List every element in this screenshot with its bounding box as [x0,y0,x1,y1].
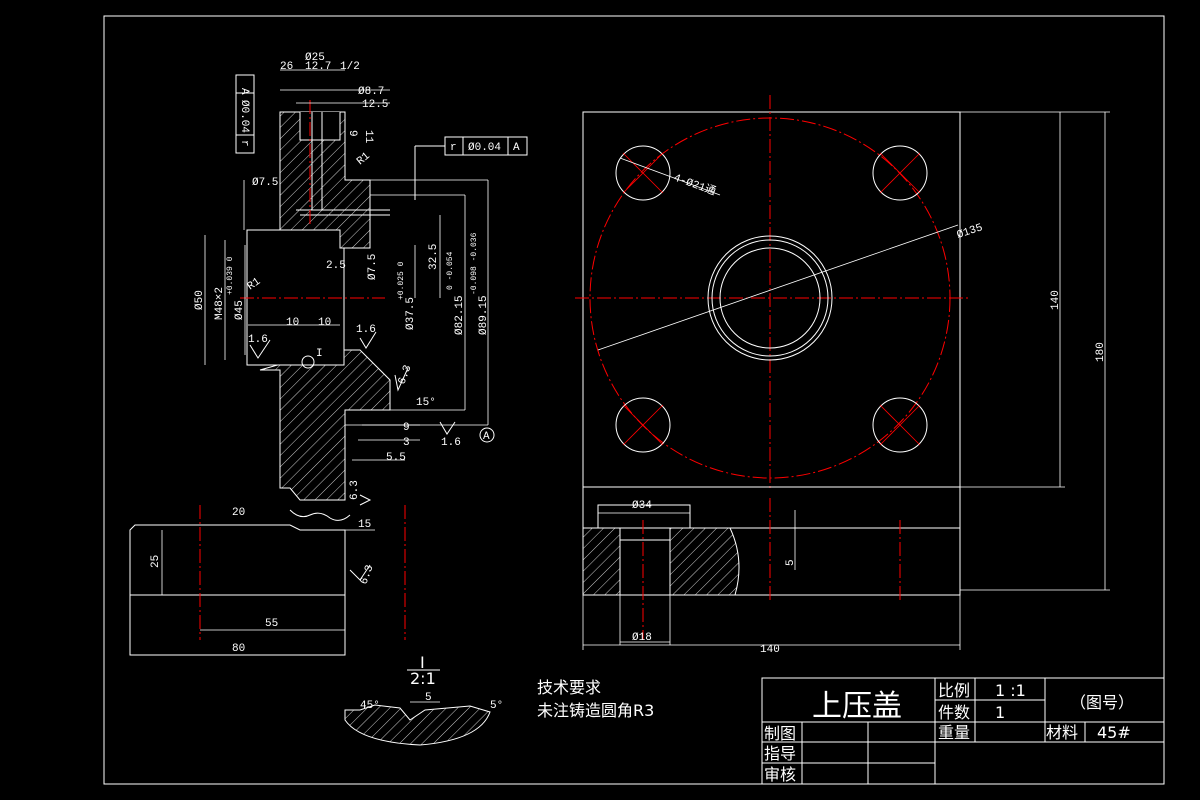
scale-label: 比例 [938,681,970,700]
plan-square [582,111,961,488]
dim-12-7: 12.7 [305,61,331,73]
detail-label: I [420,653,425,672]
dim-9: 9 [346,130,358,137]
dim-15: 15 [358,519,371,531]
guided-by-label: 指导 [764,744,796,763]
tech-req-title: 技术要求 [537,678,601,697]
ra-6-3-lower: 6.3 [349,480,361,500]
drawing-number: （图号） [1070,693,1134,712]
dim-d7-5-side: Ø7.5 [367,254,379,280]
dim-140-bottom: 140 [760,644,780,656]
tol2-datum: A [513,142,520,154]
dim-d50: Ø50 [194,290,206,310]
tolerance-frame-1 [235,74,255,154]
dim-d8-7: Ø8.7 [358,86,384,98]
bolt-hole-br [872,397,928,453]
tol-d45: +0.039 0 [226,256,235,295]
dim-5-5: 5.5 [386,452,406,464]
dim-9-step: 9 [403,422,410,434]
dim-80: 80 [232,643,245,655]
dim-d37-5: Ø37.5 [405,297,417,330]
dim-d82-15: Ø82.15 [454,295,466,335]
dim-140-vertical: 140 [1050,290,1062,310]
tol1-value: Ø0.04 [238,100,250,133]
ra-6-3-flange: 6.3 [358,564,376,587]
center-bore-outer [707,235,833,361]
dim-d25: Ø25 [305,52,325,64]
tol1-symbol: r [238,140,250,147]
detail-angle-right: 5° [490,700,503,712]
checked-by-label: 审核 [764,765,796,784]
section-view: Ø25 26 12.7 1/2 Ø8.7 12.5 9 11 R1 Ø7.5 2… [129,52,528,656]
scale-value: 1 :1 [995,681,1026,700]
dim-thread: 1/2 [340,61,360,73]
count-label: 件数 [938,703,970,722]
dim-32-5: 32.5 [428,244,440,270]
bolt-hole-tl [615,145,671,201]
bolt-hole-bl [615,397,671,453]
ra-1-6-side: 1.6 [356,324,376,336]
dim-5: 5 [785,559,797,566]
dim-2-5: 2.5 [326,260,346,272]
dim-10-left: 10 [286,317,299,329]
dim-180: 180 [1095,342,1107,362]
tol-d37-5: +0.025 0 [397,261,406,300]
material-label: 材料 [1046,723,1078,742]
title-block [761,677,1165,785]
holes-note: 4-Ø21通 [672,171,718,199]
dim-d34: Ø34 [632,500,652,512]
detail-view: I 2:1 45° 5 5° [344,653,503,746]
drawing-title: 上压盖 [812,689,902,724]
tech-req-line1: 未注铸造圆角R3 [537,701,654,720]
ra-1-6-face: 1.6 [441,437,461,449]
dim-55: 55 [265,618,278,630]
datum-a: A [483,431,490,443]
dim-d7-5-top: Ø7.5 [252,177,278,189]
dim-20: 20 [232,507,245,519]
count-value: 1 [995,703,1005,722]
section-top-port [299,112,341,141]
dim-3-step: 3 [403,437,410,449]
material-value: 45# [1097,723,1131,742]
dim-m48: M48×2 [214,287,226,320]
dim-12-5: 12.5 [362,99,388,111]
dim-26: 26 [280,61,293,73]
ra-1-6-bore: 1.6 [248,334,268,346]
weight-label: 重量 [938,723,970,742]
center-bore-inner [719,247,821,349]
detail-scale: 2:1 [410,669,436,688]
dim-25: 25 [150,555,162,568]
tol1-datum: A [238,88,250,95]
bolt-hole-tr [872,145,928,201]
dim-d45: Ø45 [234,300,246,320]
drawn-by-label: 制图 [764,724,796,743]
ra-6-3-step: 6.3 [396,364,414,387]
bottom-section: Ø34 Ø18 5 140 [582,486,961,656]
dim-15deg: 15° [416,397,436,409]
dim-r1-top: R1 [355,150,373,168]
dim-d89-15: Ø89.15 [478,295,490,335]
tol2-symbol: r [450,142,457,154]
dim-d18: Ø18 [632,632,652,644]
dim-10-right: 10 [318,317,331,329]
tol-d89-15: -0.098 -0.036 [470,232,479,295]
dim-11: 11 [362,130,374,144]
detail-width: 5 [425,692,432,704]
tol2-value: Ø0.04 [468,142,501,154]
drawing-border [103,15,1165,785]
detail-ref-i: I [316,348,323,360]
tol-d82-15: 0 -0.054 [446,251,455,290]
detail-angle-left: 45° [360,700,380,712]
